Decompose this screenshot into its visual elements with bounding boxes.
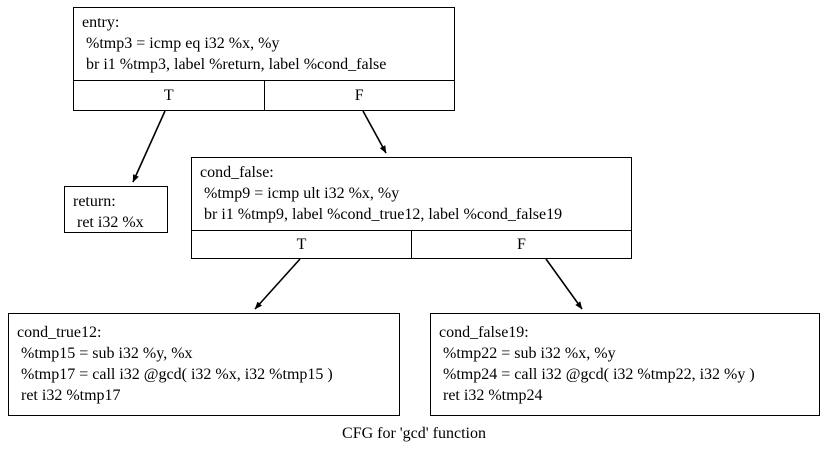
edge-cond-false-true-to-cond-true12: [254, 258, 301, 310]
node-cond-false19-line-3: ret i32 %tmp24: [439, 387, 543, 404]
node-cond-false-line-1: %tmp9 = icmp ult i32 %x, %y: [200, 185, 400, 202]
node-cond-true12-line-2: %tmp17 = call i32 @gcd( i32 %x, i32 %tmp…: [17, 366, 333, 383]
node-return-line-0: return:: [73, 193, 116, 210]
edge-entry-false-to-cond-false: [362, 110, 387, 154]
node-entry-line-2: br i1 %tmp3, label %return, label %cond_…: [82, 56, 387, 73]
node-cond-false-port-false[interactable]: F: [411, 231, 631, 258]
diagram-caption: CFG for 'gcd' function: [342, 425, 486, 442]
node-cond-false-line-2: br i1 %tmp9, label %cond_true12, label %…: [200, 206, 563, 223]
node-cond-true12-line-3: ret i32 %tmp17: [17, 387, 121, 404]
node-entry-body: entry: %tmp3 = icmp eq i32 %x, %y br i1 …: [74, 8, 454, 80]
node-cond-true12-body: cond_true12: %tmp15 = sub i32 %y, %x %tm…: [9, 314, 399, 415]
node-cond-true12[interactable]: cond_true12: %tmp15 = sub i32 %y, %x %tm…: [8, 313, 400, 416]
node-cond-false-line-0: cond_false:: [200, 164, 274, 181]
node-cond-false-ports: T F: [192, 230, 631, 258]
node-cond-false19-line-0: cond_false19:: [439, 324, 529, 341]
node-cond-false19[interactable]: cond_false19: %tmp22 = sub i32 %x, %y %t…: [430, 313, 820, 416]
node-return[interactable]: return: ret i32 %x: [64, 186, 168, 233]
node-entry-line-0: entry:: [82, 14, 120, 31]
node-return-line-1: ret i32 %x: [73, 214, 144, 231]
node-return-body: return: ret i32 %x: [65, 187, 167, 238]
node-entry-ports: T F: [74, 80, 454, 110]
node-cond-true12-line-1: %tmp15 = sub i32 %y, %x: [17, 345, 193, 362]
node-entry-line-1: %tmp3 = icmp eq i32 %x, %y: [82, 35, 280, 52]
node-cond-false-port-true[interactable]: T: [296, 235, 307, 253]
node-entry-port-false[interactable]: F: [263, 81, 455, 110]
node-cond-true12-line-0: cond_true12:: [17, 324, 102, 341]
node-cond-false-body: cond_false: %tmp9 = icmp ult i32 %x, %y …: [192, 158, 631, 230]
node-cond-false19-line-2: %tmp24 = call i32 @gcd( i32 %tmp22, i32 …: [439, 366, 755, 383]
node-cond-false[interactable]: cond_false: %tmp9 = icmp ult i32 %x, %y …: [191, 157, 632, 259]
node-cond-false19-line-1: %tmp22 = sub i32 %x, %y: [439, 345, 616, 362]
edge-entry-true-to-return: [132, 110, 166, 183]
edge-cond-false-false-to-cond-false19: [545, 258, 583, 310]
node-entry[interactable]: entry: %tmp3 = icmp eq i32 %x, %y br i1 …: [73, 7, 455, 111]
node-entry-port-true[interactable]: T: [163, 86, 174, 104]
node-cond-false19-body: cond_false19: %tmp22 = sub i32 %x, %y %t…: [431, 314, 819, 415]
